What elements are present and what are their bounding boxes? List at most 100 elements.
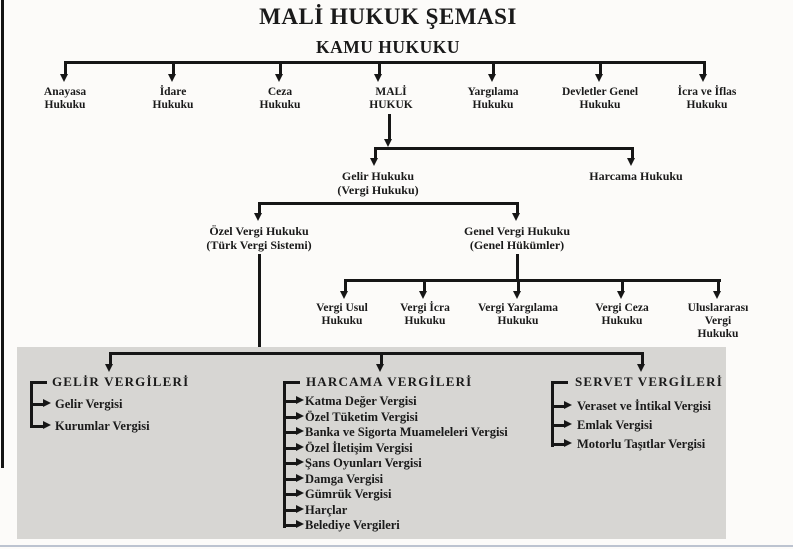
arrow-down-icon [595, 74, 603, 82]
connector-line [283, 400, 296, 403]
group-header-harcama-vergileri: HARCAMA VERGİLERİ [306, 374, 473, 389]
arrow-right-icon [564, 401, 572, 409]
scan-edge-left [1, 0, 4, 468]
connector-line [64, 61, 706, 64]
tax-item: Gelir Vergisi [55, 397, 123, 411]
arrow-down-icon [275, 74, 283, 82]
connector-line [717, 282, 720, 292]
tax-item: Harçlar [305, 503, 348, 517]
connector-line [551, 424, 564, 427]
connector-line [279, 64, 282, 74]
node-gelir-hukuku: Gelir Hukuku (Vergi Hukuku) [337, 169, 419, 197]
connector-line [631, 150, 634, 159]
tax-item: Veraset ve İntikal Vergisi [577, 399, 711, 413]
arrow-down-icon [374, 74, 382, 82]
arrow-right-icon [296, 412, 304, 420]
arrow-down-icon [419, 291, 427, 299]
connector-line [703, 64, 706, 74]
arrow-down-icon [617, 291, 625, 299]
connector-line [599, 64, 602, 74]
arrow-down-icon [512, 213, 520, 221]
arrow-down-icon [105, 364, 113, 372]
connector-line [344, 279, 721, 282]
connector-line [283, 462, 296, 465]
group-header-gelir-vergileri: GELİR VERGİLERİ [52, 374, 190, 389]
connector-line [109, 355, 112, 365]
connector-line [492, 64, 495, 74]
tax-item: Belediye Vergileri [305, 518, 400, 532]
connector-line [172, 64, 175, 74]
tax-item: Katma Değer Vergisi [305, 394, 417, 408]
connector-line [283, 431, 296, 434]
node-yargilama-hukuku: Yargılama Hukuku [467, 86, 519, 111]
tax-item: Kurumlar Vergisi [55, 419, 150, 433]
arrow-down-icon [340, 291, 348, 299]
node-vergi-icra-hukuku: Vergi İcra Hukuku [400, 302, 450, 327]
tax-panel-background [17, 347, 726, 539]
arrow-down-icon [513, 291, 521, 299]
arrow-right-icon [564, 420, 572, 428]
connector-line [423, 282, 426, 292]
tax-item: Özel Tüketim Vergisi [305, 410, 418, 424]
arrow-right-icon [296, 443, 304, 451]
node-devletler-genel-hukuku: Devletler Genel Hukuku [561, 86, 639, 111]
arrow-down-icon [384, 139, 392, 147]
node-harcama-hukuku: Harcama Hukuku [589, 169, 683, 183]
connector-line [380, 355, 383, 365]
arrow-down-icon [713, 291, 721, 299]
connector-line [516, 205, 519, 213]
arrow-down-icon [376, 364, 384, 372]
connector-line [551, 381, 568, 384]
arrow-right-icon [296, 474, 304, 482]
diagram-title: MALİ HUKUK ŞEMASI [259, 4, 517, 29]
arrow-right-icon [296, 458, 304, 466]
tax-item: Emlak Vergisi [577, 418, 653, 432]
connector-line [344, 282, 347, 292]
connector-line [641, 355, 644, 365]
connector-line [378, 64, 381, 74]
node-ozel-vergi-hukuku: Özel Vergi Hukuku (Türk Vergi Sistemi) [206, 224, 312, 252]
connector-line [30, 381, 47, 384]
connector-line [283, 509, 296, 512]
connector-line [516, 254, 519, 282]
node-ceza-hukuku: Ceza Hukuku [259, 86, 301, 111]
scan-edge-bottom [0, 545, 793, 547]
node-vergi-usul-hukuku: Vergi Usul Hukuku [316, 302, 368, 327]
arrow-down-icon [254, 213, 262, 221]
arrow-down-icon [370, 158, 378, 166]
connector-line [283, 493, 296, 496]
arrow-right-icon [43, 399, 51, 407]
tax-item: Damga Vergisi [305, 472, 384, 486]
arrow-right-icon [296, 520, 304, 528]
arrow-down-icon [699, 74, 707, 82]
arrow-right-icon [296, 489, 304, 497]
connector-line [283, 416, 296, 419]
connector-line [283, 447, 296, 450]
tax-item: Motorlu Taşıtlar Vergisi [577, 437, 706, 451]
connector-line [64, 64, 67, 74]
node-vergi-ceza-hukuku: Vergi Ceza Hukuku [595, 302, 649, 327]
arrow-right-icon [564, 439, 572, 447]
connector-line [258, 254, 261, 353]
connector-line [374, 150, 377, 159]
connector-line [283, 381, 300, 384]
tax-item: Banka ve Sigorta Muameleleri Vergisi [305, 425, 508, 439]
connector-line [517, 282, 520, 292]
node-genel-vergi-hukuku: Genel Vergi Hukuku (Genel Hükümler) [463, 224, 571, 252]
node-uluslararasi-vergi-hukuku: Uluslararası Vergi Hukuku [687, 302, 749, 340]
connector-line [30, 403, 43, 406]
group-header-servet-vergileri: SERVET VERGİLERİ [575, 374, 723, 389]
arrow-down-icon [637, 364, 645, 372]
arrow-down-icon [168, 74, 176, 82]
node-vergi-yargilama-hukuku: Vergi Yargılama Hukuku [478, 302, 558, 327]
connector-line [621, 282, 624, 292]
node-icra-ve-iflas-hukuku: İcra ve İflas Hukuku [677, 86, 737, 111]
arrow-down-icon [488, 74, 496, 82]
tax-item: Şans Oyunları Vergisi [305, 456, 422, 470]
connector-line [551, 443, 564, 446]
tax-item: Özel İletişim Vergisi [305, 441, 413, 455]
arrow-down-icon [627, 158, 635, 166]
node-idare-hukuku: İdare Hukuku [152, 86, 194, 111]
tax-item: Gümrük Vergisi [305, 487, 392, 501]
